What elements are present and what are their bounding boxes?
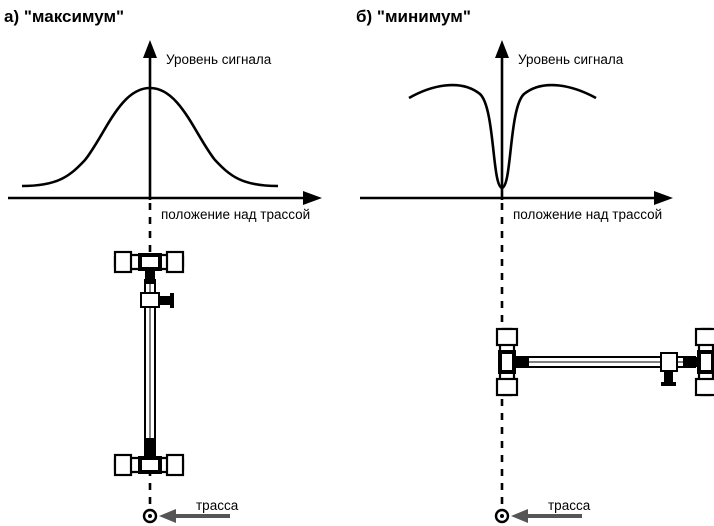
signal-curve-maximum <box>21 86 279 188</box>
track-label-right: трасса <box>548 498 591 513</box>
y-axis-label-left: Уровень сигнала <box>166 52 272 67</box>
x-axis-arrow-left <box>303 191 322 205</box>
antenna-clamp <box>660 352 678 372</box>
x-axis-label-left: положение над трассой <box>161 207 310 222</box>
panel-minimum: б) "минимум" Уровень сигнала положение н… <box>356 7 714 524</box>
x-axis-arrow-right <box>654 191 673 205</box>
y-axis-arrow-left <box>143 40 157 58</box>
y-axis-arrow-right <box>495 40 509 58</box>
panel-title-maximum: а) "максимум" <box>4 7 124 26</box>
track-label-left: трасса <box>196 498 239 513</box>
signal-curve-minimum <box>408 83 597 190</box>
antenna-horizontal <box>495 327 714 397</box>
panel-title-minimum: б) "минимум" <box>356 7 471 26</box>
y-axis-label-right: Уровень сигнала <box>518 52 624 67</box>
panel-maximum: а) "максимум" Уровень сигнала положение … <box>4 7 322 524</box>
antenna-clamp <box>140 292 160 308</box>
antenna-vertical <box>113 250 185 477</box>
x-axis-label-right: положение над трассой <box>513 207 662 222</box>
